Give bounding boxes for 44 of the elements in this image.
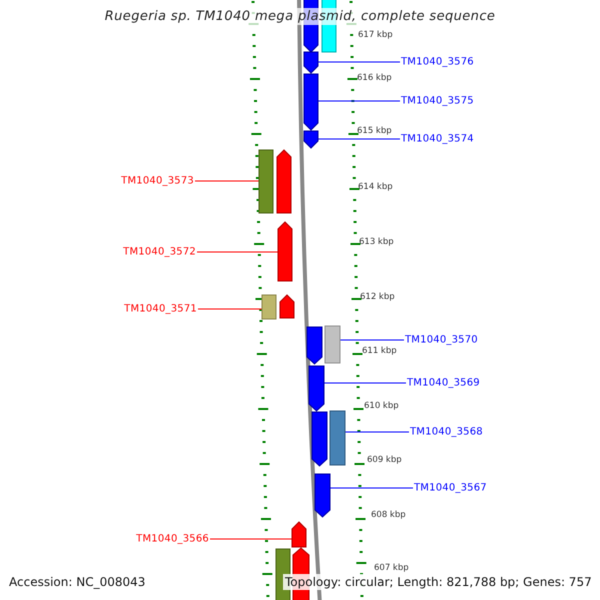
leader-line <box>324 382 406 384</box>
gene-pentagon <box>308 366 324 412</box>
scale-label: 616 kbp <box>357 74 392 82</box>
gene-pentagon <box>292 521 306 548</box>
topology-info: Topology: circular; Length: 821,788 bp; Genes: 757 <box>283 574 594 590</box>
scale-label: 609 kbp <box>367 456 402 464</box>
gene-label: TM1040_3569 <box>407 378 480 388</box>
leader-line <box>198 308 262 310</box>
gene-label: TM1040_3575 <box>401 96 474 106</box>
scale-label: 614 kbp <box>358 182 393 192</box>
gene-pentagon <box>304 52 318 74</box>
leader-line <box>318 138 400 140</box>
gene-label: TM1040_3567 <box>414 482 487 494</box>
leader-line <box>194 180 259 182</box>
gene-label: TM1040_3568 <box>410 426 483 438</box>
leader-line <box>318 100 400 102</box>
gene-label: TM1040_3576 <box>401 56 474 68</box>
scale-label: 607 kbp <box>374 564 409 572</box>
scale-label: 610 kbp <box>364 402 399 410</box>
gene-pentagon <box>304 130 318 149</box>
gene-pentagon <box>314 474 330 518</box>
gene-block <box>258 150 274 214</box>
gene-block <box>330 410 346 466</box>
gene-label: TM1040_3570 <box>405 334 478 346</box>
gene-label: TM1040_3573 <box>121 176 194 186</box>
gene-pentagon <box>276 149 292 214</box>
gene-block <box>262 294 276 320</box>
gene-label: TM1040_3566 <box>136 534 209 544</box>
gene-label: TM1040_3572 <box>123 246 196 258</box>
gene-label: TM1040_3571 <box>124 304 197 314</box>
scale-label: 611 kbp <box>362 346 397 356</box>
gene-label: TM1040_3574 <box>401 134 474 144</box>
scale-label: 608 kbp <box>371 510 406 520</box>
gene-pentagon <box>280 294 294 318</box>
scale-label: 613 kbp <box>359 238 394 246</box>
gene-block <box>324 326 340 364</box>
leader-line <box>210 538 292 540</box>
gene-pentagon <box>306 326 322 365</box>
scale-label: 615 kbp <box>357 126 392 136</box>
scale-label: 617 kbp <box>358 30 393 40</box>
gene-pentagon <box>312 412 328 467</box>
accession-info: Accession: NC_008043 <box>8 574 146 590</box>
scale-label: 612 kbp <box>360 292 395 302</box>
gene-pentagon <box>278 221 292 282</box>
